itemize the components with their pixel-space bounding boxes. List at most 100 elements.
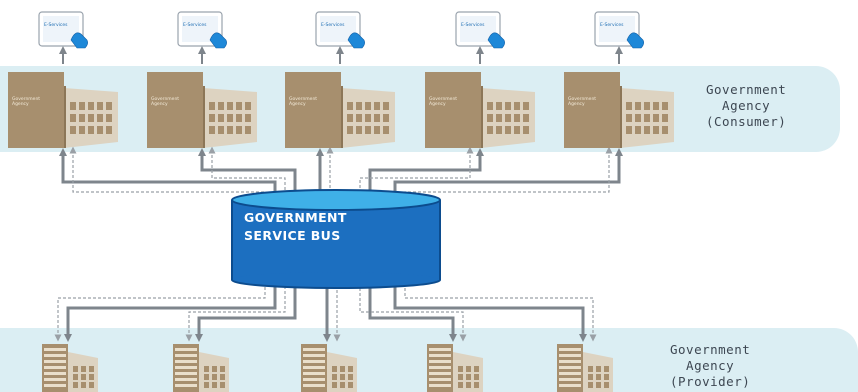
building-window (70, 102, 76, 110)
building-stripe (559, 360, 581, 363)
building-stripe (44, 348, 66, 351)
building-window (523, 114, 529, 122)
building-window (218, 126, 224, 134)
building-window (79, 102, 85, 110)
building-window (487, 102, 493, 110)
consumer-building-3 (285, 72, 395, 148)
building-window (73, 382, 78, 388)
consumer-building-1 (8, 72, 118, 148)
building-window (383, 126, 389, 134)
building-window (383, 102, 389, 110)
provider-building-1 (42, 344, 98, 392)
building-edge (481, 86, 483, 148)
building-window (220, 374, 225, 380)
provider-label-line-3: (Provider) (670, 374, 751, 389)
provider-building-4 (427, 344, 483, 392)
building-window (514, 102, 520, 110)
tablet-label-1: E-Services (44, 23, 68, 28)
building-window (204, 374, 209, 380)
building-window (604, 374, 609, 380)
provider-building-2 (173, 344, 229, 392)
building-window (81, 382, 86, 388)
building-stripe (429, 360, 451, 363)
building-window (458, 382, 463, 388)
building-stripe (303, 360, 325, 363)
building-stripe (559, 348, 581, 351)
consumer-building-2 (147, 72, 257, 148)
building-window (73, 366, 78, 372)
building-label-line: Government (568, 97, 597, 102)
building-window (70, 126, 76, 134)
building-label-line: Government (289, 97, 318, 102)
building-label-line: Government (429, 97, 458, 102)
building-tower (425, 72, 481, 148)
building-window (236, 114, 242, 122)
building-window (89, 374, 94, 380)
building-edge (620, 86, 622, 148)
building-window (97, 114, 103, 122)
bus-top (231, 189, 441, 211)
building-window (466, 366, 471, 372)
building-stripe (559, 384, 581, 387)
building-window (209, 102, 215, 110)
provider-request-line-5 (401, 276, 597, 342)
building-window (458, 366, 463, 372)
building-window (245, 102, 251, 110)
building-window (596, 374, 601, 380)
building-window (496, 102, 502, 110)
building-stripe (429, 366, 451, 369)
tablet-label-5: E-Services (600, 23, 624, 28)
building-window (505, 102, 511, 110)
pointing-hand-icon (347, 32, 365, 49)
building-stripe (303, 384, 325, 387)
building-window (365, 114, 371, 122)
bus-bottom (232, 272, 440, 288)
building-window (383, 114, 389, 122)
building-window (81, 374, 86, 380)
building-window (604, 382, 609, 388)
building-window (466, 374, 471, 380)
building-window (106, 114, 112, 122)
building-window (204, 366, 209, 372)
bus-body (232, 200, 440, 280)
building-window (356, 126, 362, 134)
building-stripe (559, 372, 581, 375)
building-window (466, 382, 471, 388)
building-window (635, 114, 641, 122)
building-label-line: Agency (568, 102, 585, 107)
building-window (332, 374, 337, 380)
building-stripe (429, 378, 451, 381)
building-window (588, 382, 593, 388)
building-stripe (175, 372, 197, 375)
building-label-line: Agency (151, 102, 168, 107)
building-edge (64, 86, 66, 148)
building-window (514, 126, 520, 134)
building-window (106, 102, 112, 110)
building-window (340, 382, 345, 388)
service-bus-label-line-1: GOVERNMENT (244, 210, 347, 225)
building-window (73, 374, 78, 380)
building-window (348, 366, 353, 372)
provider-connectors (54, 274, 597, 342)
building-window (626, 114, 632, 122)
building-window (635, 126, 641, 134)
building-window (496, 114, 502, 122)
building-window (662, 114, 668, 122)
consumer-agency-label: Government Agency (Consumer) (706, 82, 786, 130)
building-window (474, 366, 479, 372)
building-window (227, 114, 233, 122)
building-window (374, 102, 380, 110)
building-stripe (303, 354, 325, 357)
building-window (97, 126, 103, 134)
pointing-hand-icon (487, 32, 505, 49)
consumer-label-line-1: Government (706, 82, 787, 97)
building-edge (341, 86, 343, 148)
service-bus-label: GOVERNMENT SERVICE BUS (244, 209, 434, 245)
building-stripe (429, 384, 451, 387)
building-window (474, 382, 479, 388)
pointing-hand-icon (70, 32, 88, 49)
building-window (227, 102, 233, 110)
